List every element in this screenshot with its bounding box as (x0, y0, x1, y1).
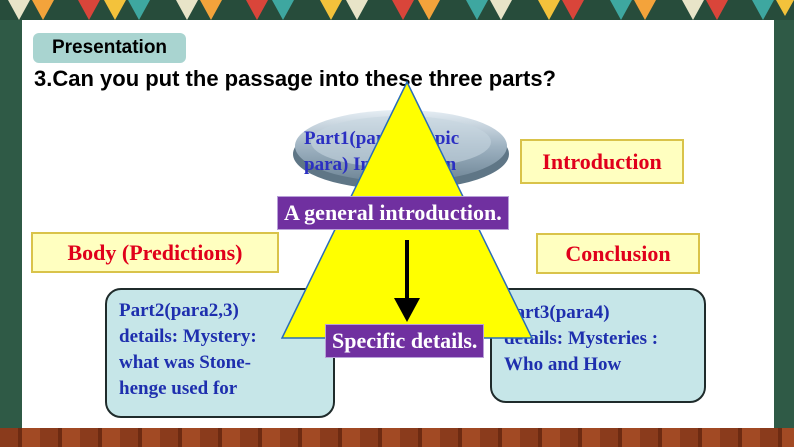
body-label: Body (Predictions) (31, 232, 279, 273)
introduction-label: Introduction (520, 139, 684, 184)
bunting-flags-icon (8, 0, 794, 20)
part3-line2: details: Mysteries : (504, 328, 659, 349)
part2-line3: what was Stone- (119, 352, 251, 373)
question-title: 3.Can you put the passage into these thr… (34, 66, 556, 91)
board-frame-top (0, 0, 794, 20)
part3-line3: Who and How (504, 354, 622, 375)
general-introduction-label: A general introduction. (277, 196, 509, 230)
part2-details-box: Part2(para2,3) details: Mystery: what wa… (105, 288, 335, 418)
part2-line1: Part2(para2,3) (119, 300, 239, 321)
section-badge: Presentation (33, 33, 186, 63)
board-frame-bottom (0, 428, 794, 447)
part3-details-box: Part3(para4) details: Mysteries : Who an… (490, 288, 706, 403)
specific-details-label: Specific details. (325, 324, 485, 358)
conclusion-label: Conclusion (536, 233, 700, 274)
part2-line2: details: Mystery: (119, 326, 257, 347)
part2-line4: henge used for (119, 378, 238, 399)
part3-line1: Part3(para4) (504, 302, 610, 323)
